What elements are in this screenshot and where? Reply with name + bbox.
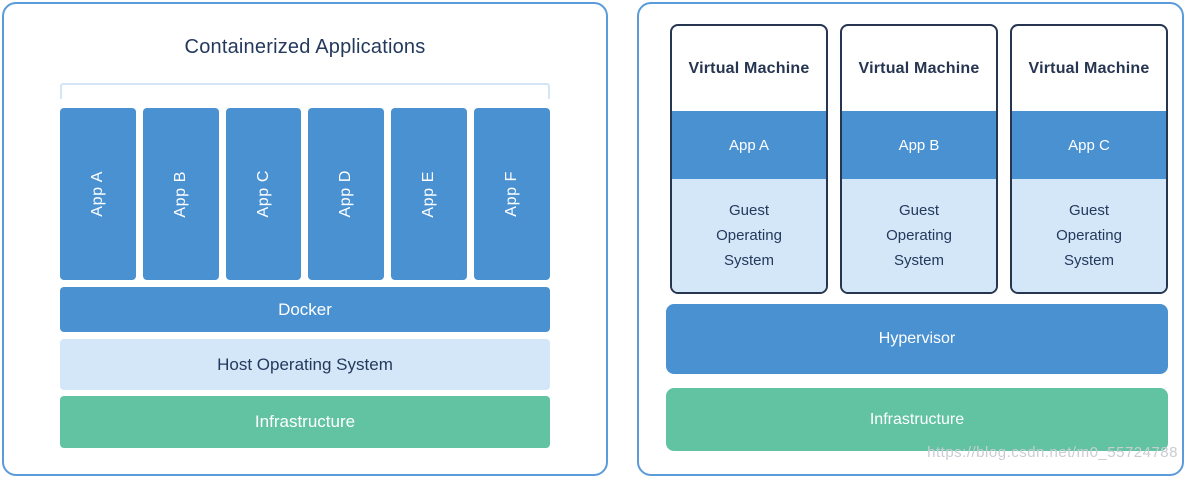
app-column-e: App E bbox=[391, 108, 468, 280]
infrastructure-layer-left: Infrastructure bbox=[60, 396, 550, 448]
vm-guest-os-label: Guest Operating System bbox=[886, 202, 952, 269]
app-column-d: App D bbox=[308, 108, 385, 280]
infrastructure-layer-right: Infrastructure bbox=[666, 388, 1168, 451]
vm-box-1: Virtual Machine App A Guest Operating Sy… bbox=[670, 24, 828, 294]
vm-title: Virtual Machine bbox=[858, 59, 980, 77]
vm-box-2: Virtual Machine App B Guest Operating Sy… bbox=[840, 24, 998, 294]
app-column-label: App D bbox=[337, 170, 355, 218]
vm-app-layer: App B bbox=[842, 111, 996, 179]
containers-panel: Containerized Applications App A App B A… bbox=[2, 2, 608, 476]
app-column-label: App B bbox=[171, 170, 189, 218]
vm-app-layer: App C bbox=[1012, 111, 1166, 179]
vm-title: Virtual Machine bbox=[1028, 59, 1150, 77]
apps-group-bracket bbox=[60, 83, 550, 99]
vm-guest-os-label: Guest Operating System bbox=[1056, 202, 1122, 269]
containers-panel-title: Containerized Applications bbox=[184, 36, 426, 58]
vm-guest-os-layer: Guest Operating System bbox=[1012, 179, 1166, 292]
app-column-a: App A bbox=[60, 108, 136, 280]
app-column-label: App C bbox=[254, 170, 272, 218]
app-column-label: App E bbox=[420, 170, 438, 218]
docker-layer: Docker bbox=[60, 287, 550, 332]
app-column-c: App C bbox=[225, 108, 302, 280]
vm-row: Virtual Machine App A Guest Operating Sy… bbox=[670, 24, 1168, 294]
vms-panel: Virtual Machine App A Guest Operating Sy… bbox=[637, 2, 1184, 476]
app-column-f: App F bbox=[474, 108, 550, 280]
vm-guest-os-label: Guest Operating System bbox=[716, 202, 782, 269]
watermark: https://blog.csdn.net/m0_55724788 bbox=[927, 444, 1178, 461]
vm-guest-os-layer: Guest Operating System bbox=[672, 179, 826, 292]
app-column-label: App F bbox=[503, 171, 521, 217]
host-os-layer: Host Operating System bbox=[60, 339, 550, 390]
vm-app-layer: App A bbox=[672, 111, 826, 179]
app-column-b: App B bbox=[142, 108, 219, 280]
hypervisor-layer: Hypervisor bbox=[666, 304, 1168, 374]
app-columns: App A App B App C App D App E App F bbox=[60, 108, 550, 280]
vm-box-3: Virtual Machine App C Guest Operating Sy… bbox=[1010, 24, 1168, 294]
vm-title: Virtual Machine bbox=[688, 59, 810, 77]
vm-guest-os-layer: Guest Operating System bbox=[842, 179, 996, 292]
app-column-label: App A bbox=[88, 171, 106, 217]
